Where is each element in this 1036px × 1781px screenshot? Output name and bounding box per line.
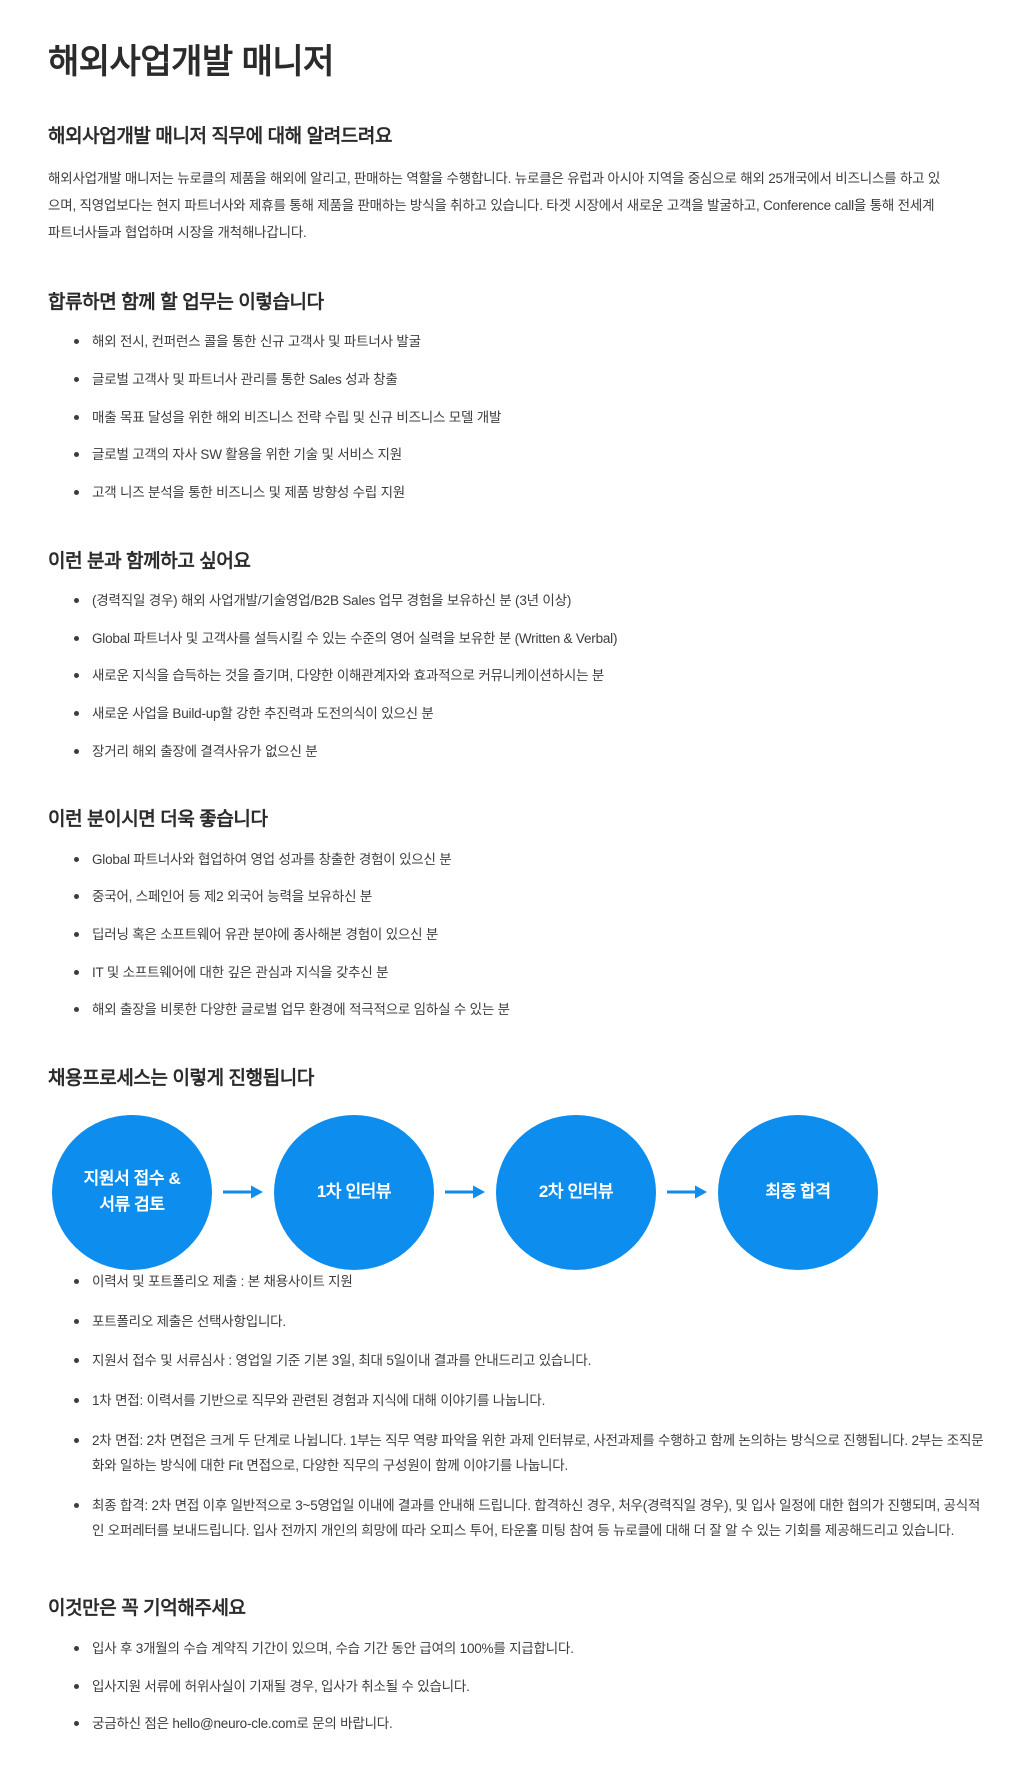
- section-heading-remember: 이것만은 꼭 기억해주세요: [48, 1598, 246, 1620]
- qualifications-list: (경력직일 경우) 해외 사업개발/기술영업/B2B Sales 업무 경험을 …: [48, 589, 988, 763]
- list-item: 궁금하신 점은 hello@neuro-cle.com로 문의 바랍니다.: [72, 1712, 988, 1736]
- section-remember: 이것만은 꼭 기억해주세요 입사 후 3개월의 수습 계약직 기간이 있으며, …: [48, 1596, 988, 1735]
- process-step-application: 지원서 접수 & 서류 검토: [52, 1114, 212, 1270]
- responsibilities-list: 해외 전시, 컨퍼런스 콜을 통한 신규 고객사 및 파트너사 발굴 글로벌 고…: [48, 330, 988, 504]
- list-item: 새로운 사업을 Build-up할 강한 추진력과 도전의식이 있으신 분: [72, 702, 988, 726]
- list-item: 중국어, 스페인어 등 제2 외국어 능력을 보유하신 분: [72, 885, 988, 909]
- preferred-list: Global 파트너사와 협업하여 영업 성과를 창출한 경험이 있으신 분 중…: [48, 848, 988, 1022]
- section-heading-preferred: 이런 분이시면 더욱 좋습니다: [48, 809, 268, 831]
- list-item: 이력서 및 포트폴리오 제출 : 본 채용사이트 지원: [72, 1270, 988, 1295]
- list-item: 입사지원 서류에 허위사실이 기재될 경우, 입사가 취소될 수 있습니다.: [72, 1675, 988, 1699]
- section-heading-process: 채용프로세스는 이렇게 진행됩니다: [48, 1067, 314, 1089]
- remember-list: 입사 후 3개월의 수습 계약직 기간이 있으며, 수습 기간 동안 급여의 1…: [48, 1637, 988, 1736]
- list-item: 1차 면접: 이력서를 기반으로 직무와 관련된 경험과 지식에 대해 이야기를…: [72, 1389, 988, 1414]
- list-item: (경력직일 경우) 해외 사업개발/기술영업/B2B Sales 업무 경험을 …: [72, 589, 988, 613]
- process-step-second-interview: 2차 인터뷰: [496, 1114, 656, 1270]
- process-step-first-interview: 1차 인터뷰: [274, 1114, 434, 1270]
- list-item: 2차 면접: 2차 면접은 크게 두 단계로 나뉩니다. 1부는 직무 역량 파…: [72, 1429, 988, 1479]
- list-item: 장거리 해외 출장에 결격사유가 없으신 분: [72, 740, 988, 764]
- hiring-process-notes-list: 이력서 및 포트폴리오 제출 : 본 채용사이트 지원 포트폴리오 제출은 선택…: [48, 1270, 988, 1545]
- list-item: 딥러닝 혹은 소프트웨어 유관 분야에 종사해본 경험이 있으신 분: [72, 923, 988, 947]
- process-step-label-line: 지원서 접수 &: [83, 1168, 181, 1188]
- arrow-right-icon: [656, 1183, 718, 1201]
- section-preferred: 이런 분이시면 더욱 좋습니다 Global 파트너사와 협업하여 영업 성과를…: [48, 807, 988, 1022]
- list-item: 입사 후 3개월의 수습 계약직 기간이 있으며, 수습 기간 동안 급여의 1…: [72, 1637, 988, 1661]
- list-item: 해외 출장을 비롯한 다양한 글로벌 업무 환경에 적극적으로 임하실 수 있는…: [72, 998, 988, 1022]
- list-item: 새로운 지식을 습득하는 것을 즐기며, 다양한 이해관계자와 효과적으로 커뮤…: [72, 664, 988, 688]
- list-item: IT 및 소프트웨어에 대한 깊은 관심과 지식을 갖추신 분: [72, 961, 988, 985]
- section-qualifications: 이런 분과 함께하고 싶어요 (경력직일 경우) 해외 사업개발/기술영업/B2…: [48, 549, 988, 764]
- hiring-process-diagram: 지원서 접수 & 서류 검토 1차 인터뷰 2차: [48, 1114, 988, 1270]
- list-item: 글로벌 고객사 및 파트너사 관리를 통한 Sales 성과 창출: [72, 368, 988, 392]
- section-about: 해외사업개발 매니저 직무에 대해 알려드려요 해외사업개발 매니저는 뉴로클의…: [48, 124, 988, 246]
- list-item: 매출 목표 달성을 위한 해외 비즈니스 전략 수립 및 신규 비즈니스 모델 …: [72, 406, 988, 430]
- about-paragraph: 해외사업개발 매니저는 뉴로클의 제품을 해외에 알리고, 판매하는 역할을 수…: [48, 170, 941, 240]
- process-step-final-offer: 최종 합격: [718, 1114, 878, 1270]
- section-heading-qualifications: 이런 분과 함께하고 싶어요: [48, 550, 251, 572]
- process-step-label-line: 1차 인터뷰: [316, 1181, 392, 1201]
- list-item: 해외 전시, 컨퍼런스 콜을 통한 신규 고객사 및 파트너사 발굴: [72, 330, 988, 354]
- arrow-right-icon: [434, 1183, 496, 1201]
- list-item: 글로벌 고객의 자사 SW 활용을 위한 기술 및 서비스 지원: [72, 443, 988, 467]
- section-hiring-process: 채용프로세스는 이렇게 진행됩니다 지원서 접수 & 서류 검토 1차 인터뷰: [48, 1066, 988, 1544]
- process-step-label-line: 2차 인터뷰: [538, 1181, 614, 1201]
- list-item: 고객 니즈 분석을 통한 비즈니스 및 제품 방향성 수립 지원: [72, 481, 988, 505]
- process-step-label-line: 서류 검토: [99, 1195, 165, 1215]
- process-step-label-line: 최종 합격: [765, 1181, 831, 1201]
- list-item: Global 파트너사와 협업하여 영업 성과를 창출한 경험이 있으신 분: [72, 848, 988, 872]
- list-item: 최종 합격: 2차 면접 이후 일반적으로 3~5영업일 이내에 결과를 안내해…: [72, 1494, 988, 1544]
- section-responsibilities: 합류하면 함께 할 업무는 이렇습니다 해외 전시, 컨퍼런스 콜을 통한 신규…: [48, 290, 988, 505]
- list-item: Global 파트너사 및 고객사를 설득시킬 수 있는 수준의 영어 실력을 …: [72, 627, 988, 651]
- list-item: 지원서 접수 및 서류심사 : 영업일 기준 기본 3일, 최대 5일이내 결과…: [72, 1349, 988, 1374]
- list-item: 포트폴리오 제출은 선택사항입니다.: [72, 1310, 988, 1335]
- page-title: 해외사업개발 매니저: [48, 43, 334, 81]
- section-heading-responsibilities: 합류하면 함께 할 업무는 이렇습니다: [48, 291, 324, 313]
- section-heading-about: 해외사업개발 매니저 직무에 대해 알려드려요: [48, 126, 393, 148]
- arrow-right-icon: [212, 1183, 274, 1201]
